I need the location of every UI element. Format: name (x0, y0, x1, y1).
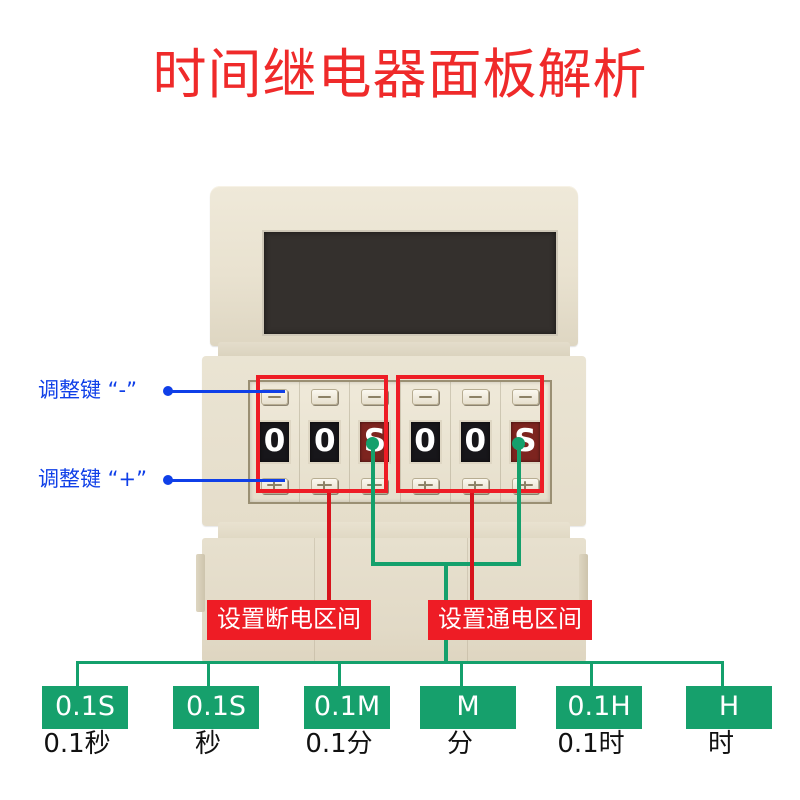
scale-tick-5 (721, 661, 724, 686)
digit-wheel[interactable]: 0 (308, 419, 342, 464)
scale-unit-3: 分 (446, 729, 473, 759)
minus-button[interactable] (311, 389, 339, 405)
scale-chip-3: M (420, 686, 516, 729)
lcd-display (262, 230, 558, 336)
plus-callout-line (170, 479, 285, 482)
scale-tick-0 (76, 661, 79, 686)
scale-unit-0: 0.1秒 (43, 729, 111, 759)
on-interval-highlight-box (396, 375, 544, 493)
minus-callout-dot (163, 386, 173, 396)
off-unit-green-drop (371, 444, 375, 564)
scale-bracket-bar (76, 661, 724, 664)
device-left-ear (196, 554, 205, 612)
on-unit-green-drop (517, 444, 521, 564)
off-interval-highlight-box (256, 375, 388, 493)
scale-unit-1: 秒 (194, 729, 221, 759)
on-interval-caption: 设置通电区间 (428, 600, 592, 640)
scale-chip-1: 0.1S (173, 686, 259, 729)
minus-button[interactable] (461, 389, 489, 405)
minus-key-callout-label: 调整键 “-” (38, 378, 138, 402)
minus-callout-line (170, 390, 285, 393)
digit-wheel[interactable]: 0 (408, 419, 442, 464)
scale-tick-3 (460, 661, 463, 686)
on-caption-line (470, 493, 474, 600)
thumbwheel-column[interactable]: 0 (401, 382, 451, 502)
scale-chip-2: 0.1M (304, 686, 390, 729)
scale-chip-0: 0.1S (42, 686, 128, 729)
time-relay-device: 0 0 S 0 (196, 186, 588, 664)
page-title: 时间继电器面板解析 (152, 43, 648, 106)
device-top-housing (210, 186, 578, 346)
plus-key-callout-label: 调整键 “+” (38, 467, 148, 491)
thumbwheel-column[interactable]: 0 (451, 382, 501, 502)
scale-unit-2: 0.1分 (305, 729, 373, 759)
off-interval-caption: 设置断电区间 (207, 600, 371, 640)
scale-unit-4: 0.1时 (557, 729, 625, 759)
minus-button[interactable] (411, 389, 439, 405)
thumbwheel-column[interactable]: 0 (250, 382, 301, 502)
scale-chip-5: H (686, 686, 772, 729)
thumbwheel-frame: 0 0 S 0 (248, 380, 552, 504)
scale-chip-4: 0.1H (556, 686, 642, 729)
scale-tick-2 (338, 661, 341, 686)
scale-unit-5: 时 (707, 729, 734, 759)
on-unit-wheel-dot (512, 437, 525, 450)
off-unit-wheel-dot (366, 437, 379, 450)
plus-callout-dot (163, 475, 173, 485)
digit-wheel[interactable]: 0 (458, 419, 492, 464)
off-caption-line (327, 493, 331, 600)
scale-tick-1 (207, 661, 210, 686)
minus-button[interactable] (261, 389, 289, 405)
device-right-ear (579, 554, 588, 612)
thumbwheel-row: 0 0 S 0 (250, 382, 550, 502)
scale-tick-4 (590, 661, 593, 686)
minus-button[interactable] (511, 389, 539, 405)
